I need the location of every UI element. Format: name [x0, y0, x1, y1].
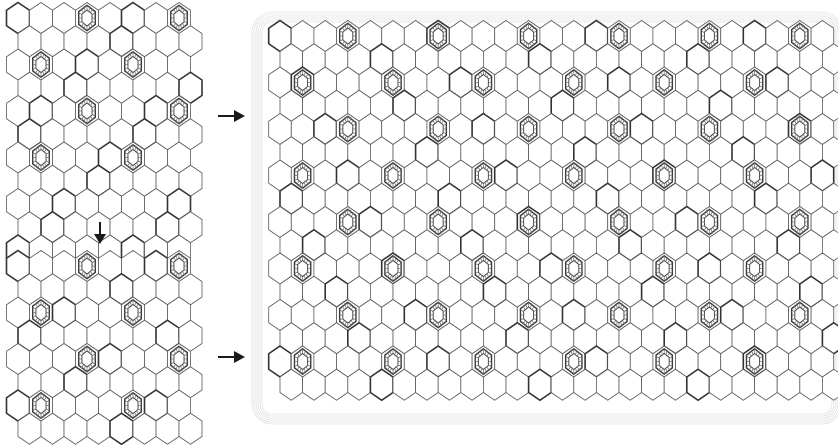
- halo-ring: [251, 11, 838, 425]
- halo-ring: [257, 17, 837, 419]
- ornament-cell: [170, 97, 188, 125]
- ornament-cell: [293, 254, 312, 283]
- ornament-cell: [429, 208, 448, 236]
- source-tile-panel: [5, 1, 203, 267]
- ornament-cell: [610, 22, 628, 50]
- ornament-cell: [32, 298, 50, 327]
- ornament-cell: [655, 161, 674, 190]
- ornament-cell: [384, 347, 402, 376]
- ornament-cell: [564, 68, 583, 97]
- ornament-cell: [790, 208, 809, 236]
- tiled-result-panel: [251, 11, 838, 425]
- arranged-tile-panel: [5, 249, 203, 445]
- arrow-right-top: [218, 110, 245, 122]
- ornament-cell: [790, 301, 809, 329]
- ornament-cell: [519, 115, 538, 143]
- ornament-cell: [124, 298, 142, 327]
- ornament-cell: [790, 115, 809, 143]
- ornament-cell: [700, 115, 719, 143]
- ornament-cell: [700, 22, 719, 50]
- ornament-cell: [293, 347, 312, 376]
- ornament-cell: [429, 301, 448, 329]
- ornament-cell: [78, 345, 96, 373]
- ornament-cell: [564, 254, 583, 283]
- ornament-cell: [124, 143, 142, 172]
- ornament-cell: [474, 254, 493, 283]
- ornament-cell: [384, 68, 402, 97]
- halo-ring: [253, 13, 838, 423]
- ornament-cell: [564, 161, 583, 190]
- ornament-cell: [429, 115, 448, 143]
- ornament-cell: [338, 115, 357, 143]
- ornament-cell: [700, 301, 719, 329]
- ornament-cell: [32, 50, 50, 79]
- ornament-cell: [474, 161, 493, 190]
- hex-cell: [527, 368, 553, 402]
- ornament-cell: [78, 4, 96, 32]
- ornament-cell: [564, 347, 583, 376]
- ornament-cell: [655, 254, 674, 283]
- ornament-cell: [338, 208, 357, 236]
- ornament-cell: [745, 347, 764, 376]
- ornament-cell: [519, 22, 538, 50]
- ornament-cell: [338, 301, 357, 329]
- ornament-cell: [610, 208, 628, 236]
- ornament-cell: [78, 252, 96, 280]
- ornament-cell: [124, 391, 142, 420]
- ornament-cell: [745, 161, 764, 190]
- ornament-cell: [293, 161, 312, 190]
- ornament-cell: [474, 68, 493, 97]
- hex-cell: [369, 368, 394, 402]
- ornament-cell: [610, 301, 628, 329]
- ornament-cell: [519, 301, 538, 329]
- ornament-cell: [32, 391, 50, 420]
- ornament-cell: [170, 252, 188, 280]
- hex-cell: [109, 412, 134, 445]
- ornament-cell: [124, 50, 142, 79]
- ornament-cell: [790, 22, 809, 50]
- ornament-cell: [170, 345, 188, 373]
- arrow-right-bottom: [218, 351, 245, 363]
- ornament-cell: [384, 254, 402, 283]
- ornament-cell: [700, 208, 719, 236]
- ornament-cell: [655, 347, 674, 376]
- ornament-cell: [429, 22, 448, 50]
- ornament-cell: [610, 115, 628, 143]
- hex-cell: [685, 368, 711, 402]
- hex-cell: [822, 368, 838, 401]
- ornament-cell: [474, 347, 493, 376]
- ornament-cell: [745, 254, 764, 283]
- halo-ring: [255, 15, 838, 421]
- ornament-cell: [655, 68, 674, 97]
- ornament-cell: [519, 208, 538, 236]
- ornament-cell: [293, 68, 312, 97]
- ornament-cell: [338, 22, 357, 50]
- arrow-down: [94, 222, 106, 244]
- ornament-cell: [32, 143, 50, 172]
- ornament-cell: [78, 97, 96, 125]
- ornament-cell: [170, 4, 188, 32]
- hex-cell: [178, 412, 203, 445]
- ornament-cell: [745, 68, 764, 97]
- ornament-cell: [384, 161, 402, 190]
